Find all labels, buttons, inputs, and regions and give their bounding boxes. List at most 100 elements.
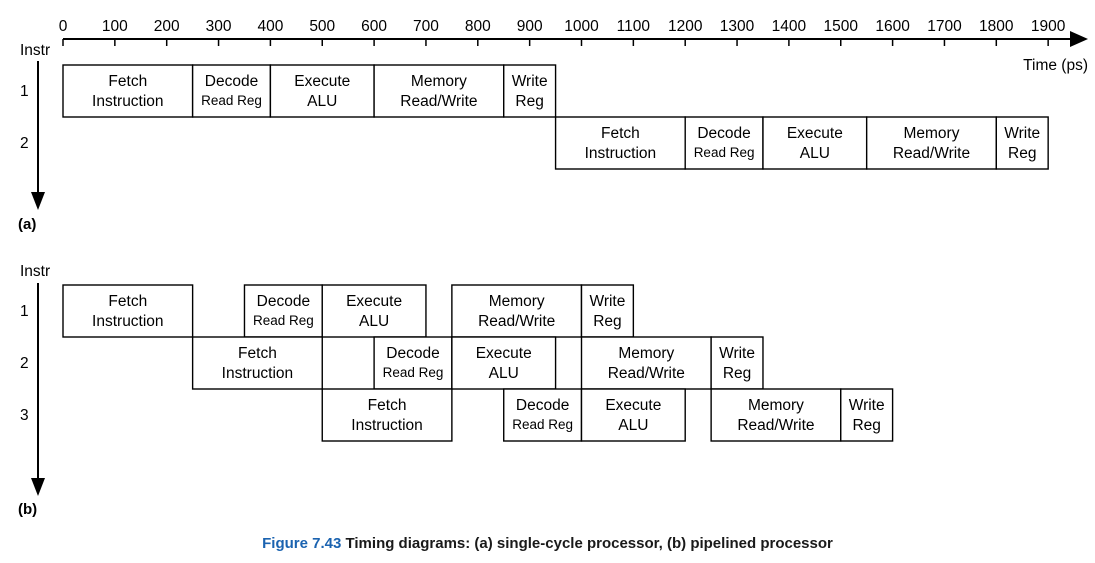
stage-name: Execute — [346, 293, 402, 310]
stage-name: Memory — [903, 125, 959, 142]
instruction-number: 1 — [20, 83, 29, 100]
stage-detail: Read Reg — [253, 313, 314, 328]
stage-rect — [684, 116, 764, 170]
stage-name: Write — [719, 345, 755, 362]
stage-detail: Instruction — [222, 365, 294, 382]
stage-name: Memory — [748, 397, 804, 414]
time-axis-tick-label: 1600 — [875, 18, 910, 35]
stage-name: Memory — [489, 293, 545, 310]
stage-name: Fetch — [108, 73, 147, 90]
stage-detail: Read/Write — [478, 313, 555, 330]
instruction-number: 2 — [20, 135, 29, 152]
stage-name: Memory — [411, 73, 467, 90]
panel-a-tag: (a) — [18, 216, 36, 233]
stage-detail: Read/Write — [400, 93, 477, 110]
time-axis-arrowhead — [1070, 31, 1088, 47]
stage-name: Decode — [697, 125, 750, 142]
stage-detail: Reg — [593, 313, 621, 330]
stage-rect — [451, 336, 557, 390]
time-axis-tick-label: 1400 — [772, 18, 807, 35]
stage-rect — [503, 388, 583, 442]
time-axis-tick-label: 800 — [465, 18, 491, 35]
stage-name: Fetch — [601, 125, 640, 142]
stage-rect — [580, 336, 712, 390]
stage-detail: Reg — [1008, 145, 1036, 162]
stage-detail: ALU — [359, 313, 389, 330]
panel-b-tag: (b) — [18, 501, 37, 518]
figure-number: Figure 7.43 — [262, 535, 342, 552]
time-axis-tick-label: 1700 — [927, 18, 962, 35]
stage-rect — [373, 336, 453, 390]
stage-detail: ALU — [489, 365, 519, 382]
time-axis-tick-label: 700 — [413, 18, 439, 35]
stage-detail: Read Reg — [383, 365, 444, 380]
time-axis-tick-label: 100 — [102, 18, 128, 35]
panel-b-instr-arrowhead — [31, 478, 45, 496]
figure-caption: Figure 7.43 Timing diagrams: (a) single-… — [0, 535, 1095, 552]
stage-rect — [840, 388, 894, 442]
time-axis-tick-label: 1100 — [617, 18, 651, 35]
stage-detail: Read Reg — [512, 417, 573, 432]
stage-detail: Read/Write — [608, 365, 685, 382]
stage-rect — [373, 64, 505, 118]
time-axis-title: Time (ps) — [1023, 57, 1088, 74]
stage-detail: Read Reg — [201, 93, 262, 108]
time-axis-tick-label: 1000 — [564, 18, 599, 35]
stage-detail: Read Reg — [694, 145, 755, 160]
time-axis-tick-label: 300 — [206, 18, 232, 35]
stage-name: Decode — [257, 293, 310, 310]
stage-name: Fetch — [368, 397, 407, 414]
time-axis-tick-label: 900 — [517, 18, 543, 35]
stage-detail: ALU — [618, 417, 648, 434]
stage-detail: Instruction — [351, 417, 423, 434]
stage-rect — [62, 284, 194, 338]
panel-a-instr-label: Instr — [20, 42, 50, 59]
stage-name: Write — [589, 293, 625, 310]
panel-a-instr-arrowhead — [31, 192, 45, 210]
figure-caption-text: Timing diagrams: (a) single-cycle proces… — [345, 535, 833, 552]
stage-rect — [710, 388, 842, 442]
instruction-number: 1 — [20, 303, 29, 320]
stage-rect — [321, 284, 427, 338]
stage-detail: ALU — [800, 145, 830, 162]
time-axis-tick-label: 400 — [257, 18, 283, 35]
stage-name: Write — [1004, 125, 1040, 142]
stage-name: Fetch — [238, 345, 277, 362]
panel-b-instr-label: Instr — [20, 263, 50, 280]
stage-name: Fetch — [108, 293, 147, 310]
stage-rect — [554, 116, 686, 170]
stage-detail: Instruction — [585, 145, 657, 162]
time-axis-tick-label: 1800 — [979, 18, 1014, 35]
time-axis-tick-label: 0 — [59, 18, 68, 35]
stage-rect — [762, 116, 868, 170]
stage-rect — [191, 64, 272, 118]
stage-name: Execute — [294, 73, 350, 90]
time-axis-tick-label: 1900 — [1031, 18, 1066, 35]
stage-name: Execute — [476, 345, 532, 362]
stage-detail: Reg — [852, 417, 880, 434]
stage-rect — [710, 336, 764, 390]
stage-name: Write — [512, 73, 548, 90]
stage-name: Decode — [205, 73, 258, 90]
